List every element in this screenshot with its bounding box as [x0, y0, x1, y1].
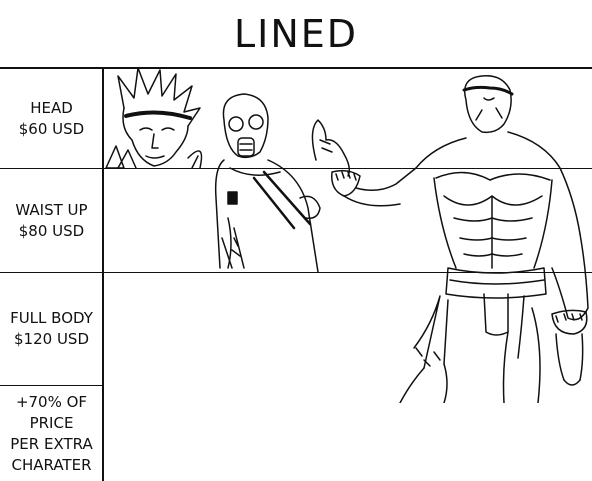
row-divider-full: [0, 385, 103, 386]
extra-line-2: PRICE: [29, 413, 74, 432]
extra-line-4: CHARATER: [11, 455, 92, 474]
line-art-illustrations: [105, 68, 589, 403]
extra-character-note: +70% OF PRICE PER EXTRA CHARATER: [0, 386, 103, 481]
page-title: LINED: [233, 12, 359, 56]
row-divider-head: [0, 168, 592, 169]
waist-price-label: WAIST UP $80 USD: [0, 169, 103, 272]
full-price: $120 USD: [14, 330, 89, 348]
spiky-hair-character-head-icon: [105, 68, 203, 169]
head-price: $60 USD: [18, 119, 85, 138]
top-divider: [0, 67, 592, 69]
head-price-label: HEAD $60 USD: [0, 69, 103, 168]
head-label: HEAD: [30, 98, 73, 117]
orc-brawler-full-body-icon: [311, 75, 589, 403]
column-divider: [102, 67, 104, 481]
full-price-label: FULL BODY $120 USD: [0, 273, 103, 385]
waist-price: $80 USD: [18, 221, 85, 240]
row-divider-waist: [0, 272, 592, 273]
gas-mask-soldier-icon: [214, 93, 321, 273]
extra-line-1: +70% OF: [15, 392, 88, 411]
waist-label: WAIST UP: [15, 200, 88, 219]
extra-line-3: PER EXTRA: [10, 434, 93, 453]
full-label: FULL BODY: [10, 309, 93, 327]
